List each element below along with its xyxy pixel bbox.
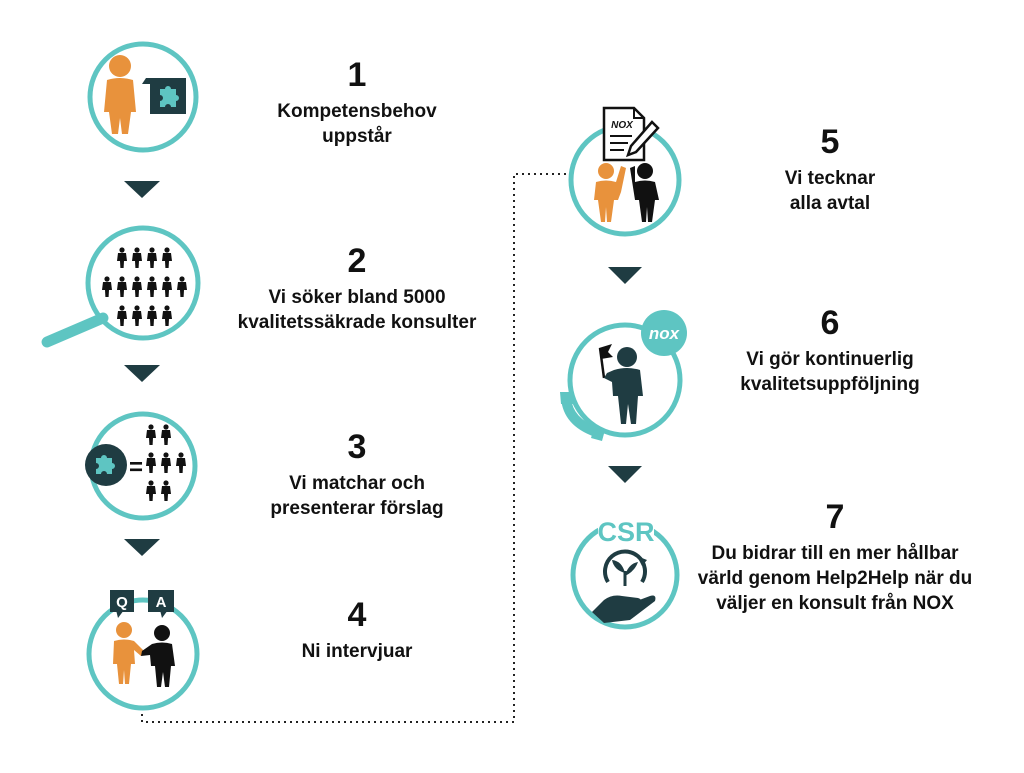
puzzle-piece-icon bbox=[96, 455, 115, 474]
step-label: Ni intervjuar bbox=[301, 641, 413, 662]
arrow-down-icon bbox=[124, 181, 160, 198]
person-icon bbox=[177, 276, 187, 297]
person-icon bbox=[604, 347, 643, 424]
step-7-text: 7 Du bidrar till en mer hållbar värld ge… bbox=[690, 499, 980, 616]
step-4-icon: Q A bbox=[86, 590, 200, 711]
arrow-down-icon bbox=[608, 466, 642, 483]
person-icon bbox=[104, 55, 136, 134]
step-4-text: 4 Ni intervjuar bbox=[262, 597, 452, 664]
step-label: Vi matchar och presenterar förslag bbox=[270, 473, 444, 519]
person-icon bbox=[162, 247, 172, 268]
q-label: Q bbox=[116, 594, 128, 611]
arrow-down-icon bbox=[124, 365, 160, 382]
step-number: 4 bbox=[347, 596, 367, 634]
nox-badge-icon: nox bbox=[641, 310, 687, 356]
person-icon bbox=[161, 452, 171, 473]
step-2-text: 2 Vi söker bland 5000 kvalitetssäkrade k… bbox=[222, 243, 492, 335]
a-label: A bbox=[156, 594, 167, 611]
person-icon bbox=[141, 625, 175, 687]
person-icon bbox=[132, 247, 142, 268]
person-icon bbox=[147, 276, 157, 297]
person-icon bbox=[176, 452, 186, 473]
step-label: Vi tecknar alla avtal bbox=[784, 168, 876, 214]
step-1-icon bbox=[87, 41, 199, 153]
step-1-text: 1 Kompetensbehov uppstår bbox=[262, 57, 452, 149]
phone-icon bbox=[560, 392, 605, 441]
person-icon bbox=[132, 305, 142, 326]
person-icon bbox=[113, 622, 145, 684]
person-icon bbox=[146, 452, 156, 473]
step-label: Vi gör kontinuerlig kvalitetsuppföljning bbox=[740, 349, 920, 395]
step-6-text: 6 Vi gör kontinuerlig kvalitetsuppföljni… bbox=[715, 305, 945, 397]
person-icon bbox=[161, 424, 171, 445]
step-number: 3 bbox=[347, 428, 367, 466]
step-5-icon: NOX bbox=[568, 106, 682, 237]
person-icon bbox=[117, 276, 127, 297]
step-2-icon bbox=[41, 225, 201, 348]
step-7-icon: CSR bbox=[570, 517, 680, 630]
crowd-icon bbox=[146, 424, 186, 501]
person-icon bbox=[146, 480, 156, 501]
nox-badge-text: nox bbox=[649, 324, 681, 343]
contract-icon: NOX bbox=[602, 106, 660, 162]
equals-sign: = bbox=[129, 454, 143, 481]
magnifier-handle-icon bbox=[41, 312, 109, 348]
csr-label: CSR bbox=[597, 517, 654, 547]
arrow-down-icon bbox=[608, 267, 642, 284]
person-icon bbox=[146, 424, 156, 445]
person-icon bbox=[147, 305, 157, 326]
contract-logo-text: NOX bbox=[611, 120, 634, 131]
puzzle-sign-icon bbox=[142, 78, 186, 114]
person-icon bbox=[147, 247, 157, 268]
arrow-down-icon bbox=[124, 539, 160, 556]
step-label: Vi söker bland 5000 kvalitetssäkrade kon… bbox=[237, 287, 477, 333]
step-label: Kompetensbehov uppstår bbox=[277, 101, 437, 147]
step-label: Du bidrar till en mer hållbar värld geno… bbox=[697, 543, 973, 614]
person-icon bbox=[102, 276, 112, 297]
person-icon bbox=[132, 276, 142, 297]
seedling-icon bbox=[603, 549, 647, 586]
person-icon bbox=[162, 276, 172, 297]
step-6-icon: nox bbox=[560, 310, 687, 441]
step-5-text: 5 Vi tecknar alla avtal bbox=[745, 124, 915, 216]
person-icon bbox=[594, 163, 626, 222]
crowd-icon bbox=[102, 247, 187, 326]
person-icon bbox=[117, 247, 127, 268]
hand-icon bbox=[592, 595, 656, 623]
person-icon bbox=[117, 305, 127, 326]
puzzle-piece-icon bbox=[160, 86, 179, 107]
pen-icon bbox=[625, 120, 660, 158]
person-icon bbox=[161, 480, 171, 501]
step-number: 6 bbox=[820, 304, 840, 342]
step-3-text: 3 Vi matchar och presenterar förslag bbox=[242, 429, 472, 521]
person-icon bbox=[630, 163, 659, 222]
dotted-connector bbox=[141, 173, 572, 723]
step-number: 5 bbox=[820, 123, 840, 161]
person-icon bbox=[162, 305, 172, 326]
a-bubble-icon: A bbox=[148, 590, 174, 618]
q-bubble-icon: Q bbox=[110, 590, 134, 618]
step-number: 1 bbox=[347, 56, 367, 94]
step-number: 2 bbox=[347, 242, 367, 280]
flag-icon bbox=[598, 344, 613, 379]
step-number: 7 bbox=[825, 498, 845, 536]
step-3-icon: = bbox=[85, 411, 198, 521]
